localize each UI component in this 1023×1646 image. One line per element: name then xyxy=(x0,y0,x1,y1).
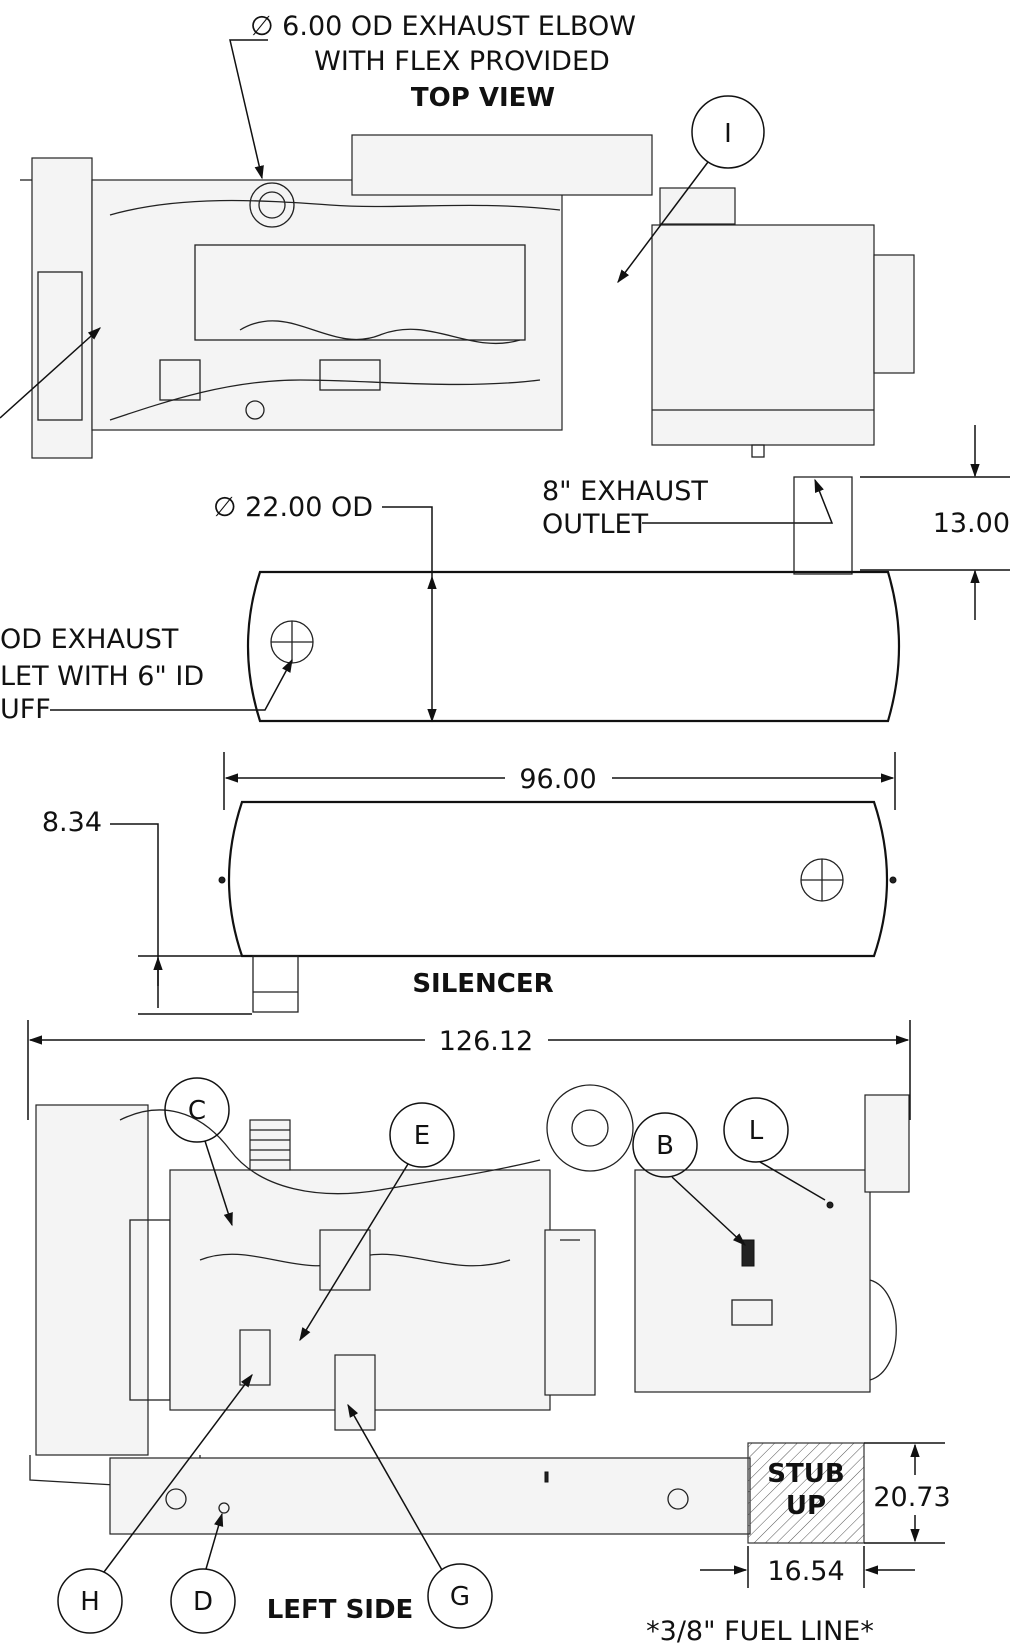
exhaust-outlet-label-line1: 8" EXHAUST xyxy=(542,476,708,507)
control-box-dot xyxy=(826,1201,834,1209)
callout-l-circle xyxy=(723,1097,789,1163)
silencer-inlet-stub xyxy=(252,955,299,1013)
top-view-title: TOP VIEW xyxy=(411,83,555,113)
callout-e-leader xyxy=(299,1163,409,1342)
silencer-end-point-right xyxy=(889,876,897,884)
callout-d-circle xyxy=(170,1568,236,1634)
base-mark xyxy=(544,1471,549,1483)
oil-filter-h xyxy=(239,1329,271,1386)
silencer-length-dim: 96.00 xyxy=(519,764,596,795)
silencer-upper: ∅ 22.00 OD 8" EXHAUST OUTLET OD EXHAUST … xyxy=(0,425,1010,725)
nameplate xyxy=(731,1299,773,1326)
left-side-view: 126.12 STUB xyxy=(27,1020,951,1646)
callout-c: C xyxy=(188,1096,206,1126)
alternator-cover-side xyxy=(864,1094,910,1193)
drain-d xyxy=(218,1502,230,1514)
stub-width-dim: 16.54 xyxy=(767,1556,844,1587)
exhaust-elbow-label-line1: ∅ 6.00 OD EXHAUST ELBOW xyxy=(250,11,636,42)
exhaust-outlet-label-line2: OUTLET xyxy=(542,509,649,540)
callout-l: L xyxy=(749,1116,764,1146)
exhaust-inlet-label-line2: LET WITH 6" ID xyxy=(0,661,204,692)
callout-c-leader xyxy=(204,1140,233,1227)
drain-top xyxy=(751,444,765,458)
callout-b: B xyxy=(656,1131,674,1161)
silencer-body-upper xyxy=(246,570,901,723)
alternator-top xyxy=(651,224,875,446)
exhaust-inlet-leader xyxy=(50,658,293,711)
filler-neck xyxy=(249,1119,291,1171)
fuel-filter-g xyxy=(334,1354,376,1431)
callout-g: G xyxy=(450,1582,470,1612)
stub-up-area xyxy=(747,1442,865,1544)
alternator-fan xyxy=(869,1279,897,1381)
hose-side-1 xyxy=(119,1109,541,1195)
callout-i-circle xyxy=(691,95,765,169)
exhaust-outlet-leader xyxy=(642,478,834,524)
callout-c-circle xyxy=(164,1077,230,1143)
radiator-side xyxy=(35,1104,149,1456)
control-box-top xyxy=(351,134,653,196)
alternator-cover-top xyxy=(873,254,915,374)
silencer-lower: 96.00 8.34 SILENCER xyxy=(42,752,897,1015)
callout-h-circle xyxy=(57,1568,123,1634)
callout-g-leader xyxy=(347,1403,443,1571)
callout-e: E xyxy=(414,1121,430,1151)
flywheel-housing xyxy=(544,1229,596,1396)
silencer-od-leader xyxy=(382,506,433,577)
stub-up-label-line1: STUB xyxy=(767,1459,844,1489)
overall-length-dim: 126.12 xyxy=(439,1026,533,1057)
left-side-title: LEFT SIDE xyxy=(267,1595,414,1625)
breaker-top xyxy=(659,187,736,225)
exhaust-inlet-label-line1: OD EXHAUST xyxy=(0,624,179,655)
silencer-title: SILENCER xyxy=(412,969,553,999)
stub-up-label-line2: UP xyxy=(786,1491,826,1521)
callout-h-leader xyxy=(103,1373,253,1573)
hose-top-1 xyxy=(109,199,561,216)
exhaust-outlet-pipe xyxy=(793,476,853,575)
breaker-b xyxy=(741,1239,755,1267)
engine-top xyxy=(91,179,563,431)
callout-h: H xyxy=(80,1587,100,1617)
outlet-offset-dim: 8.34 xyxy=(42,807,102,838)
component-top-2 xyxy=(319,359,381,391)
wiring-top xyxy=(239,320,521,345)
air-cleaner xyxy=(546,1084,634,1172)
callout-b-circle xyxy=(632,1112,698,1178)
silencer-end-point-left xyxy=(218,876,226,884)
top-view: ∅ 6.00 OD EXHAUST ELBOW WITH FLEX PROVID… xyxy=(0,11,915,459)
radiator-leader xyxy=(0,327,102,419)
exhaust-inlet-label-line3: UFF xyxy=(0,694,51,725)
callout-b-leader xyxy=(671,1176,746,1246)
callout-i: I xyxy=(724,119,732,149)
outlet-height-dim: 13.00 xyxy=(933,508,1010,539)
callout-d: D xyxy=(193,1587,213,1617)
callout-d-leader xyxy=(205,1512,224,1570)
hose-top-2 xyxy=(109,379,541,421)
component-top-1 xyxy=(159,359,201,401)
stub-height-dim: 20.73 xyxy=(873,1482,950,1513)
silencer-od-label: ∅ 22.00 OD xyxy=(213,492,373,523)
callout-g-circle xyxy=(427,1563,493,1629)
offset-leader xyxy=(110,823,159,1008)
base-hole-1 xyxy=(165,1488,187,1510)
silencer-body-lower xyxy=(227,800,889,958)
radiator-top xyxy=(31,157,93,459)
callout-i-leader xyxy=(617,161,709,284)
exhaust-elbow-label-line2: WITH FLEX PROVIDED xyxy=(314,46,610,77)
control-box-side xyxy=(634,1169,871,1393)
exhaust-elbow-leader xyxy=(229,39,268,180)
exhaust-elbow-circle xyxy=(249,182,295,228)
callout-e-circle xyxy=(389,1102,455,1168)
skid-base xyxy=(109,1457,751,1535)
component-top-3 xyxy=(245,400,265,420)
exhaust-elbow-inner xyxy=(258,191,286,219)
radiator-core-top xyxy=(37,271,83,421)
air-cleaner-inner xyxy=(571,1109,609,1147)
callout-l-leader xyxy=(759,1161,826,1201)
fuel-line-label: *3/8" FUEL LINE* xyxy=(646,1616,874,1646)
base-hole-2 xyxy=(667,1488,689,1510)
